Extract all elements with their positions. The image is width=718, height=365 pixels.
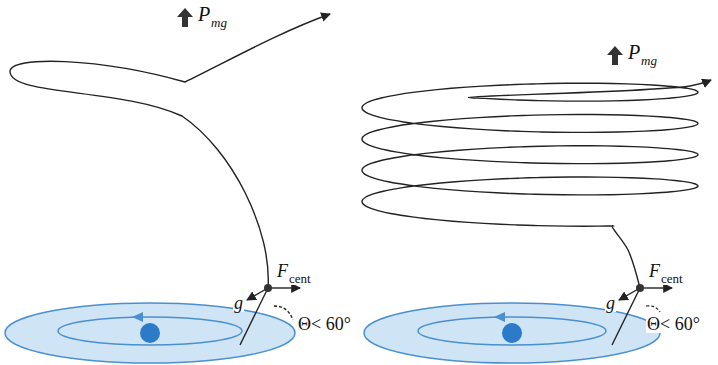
angle-label: Θ< 60° — [297, 315, 352, 333]
subscript: cent — [660, 272, 684, 285]
accretion-disk — [364, 303, 660, 363]
force-symbol: g — [605, 294, 616, 312]
angle-label: Θ< 60° — [646, 315, 701, 333]
subscript: mg — [640, 54, 658, 67]
force-symbol: g — [233, 294, 244, 312]
field-line — [10, 14, 330, 345]
direction-arrow — [607, 46, 623, 65]
direction-arrow — [177, 8, 193, 27]
angle-arc — [646, 306, 660, 312]
accretion-disk — [5, 303, 295, 363]
subscript: mg — [210, 16, 228, 29]
field-line — [362, 80, 711, 345]
subscript: cent — [288, 272, 312, 285]
